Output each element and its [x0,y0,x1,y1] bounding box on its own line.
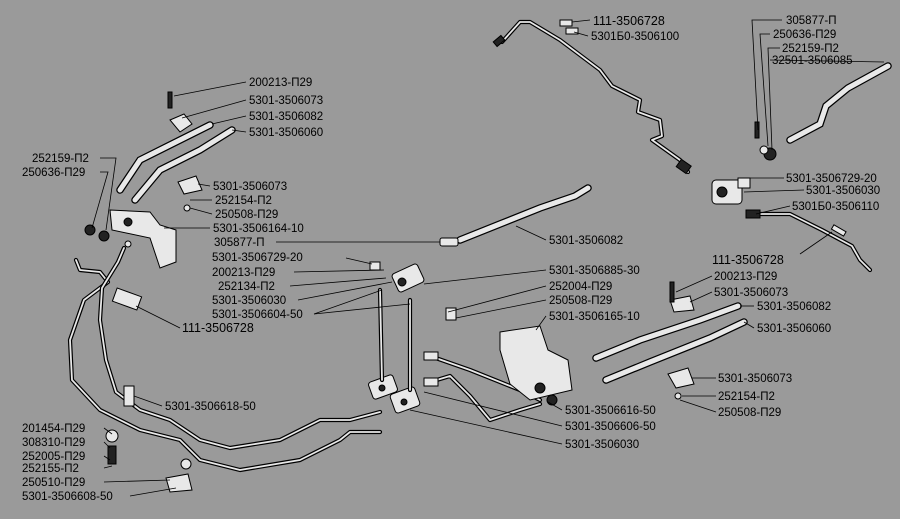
label-5301-3506604-50: 5301-3506604-50 [212,309,303,321]
label-252155-p2: 252155-П2 [22,463,79,475]
label-5301-3506082-right: 5301-3506082 [757,301,831,313]
leader-lines [91,19,885,497]
valve-assembly-center [368,287,421,414]
label-201454-p29: 201454-П29 [22,423,85,435]
label-111-3506728-top: 111-3506728 [593,14,665,28]
labels: 111-3506728 5301Б0-3506100 305877-П 2506… [22,14,880,503]
hose-top-right-32501-3506085 [786,62,892,144]
label-5301-3506885-30: 5301-3506885-30 [549,265,640,277]
label-305877-p-top: 305877-П [786,15,836,27]
label-5301-3506073-upper: 5301-3506073 [249,95,323,107]
label-5301-3506073-bracket: 5301-3506073 [213,181,287,193]
label-252004-p29: 252004-П29 [549,281,612,293]
pipe-5301b0-3506110 [745,209,873,273]
label-250636-p29-top: 250636-П29 [773,29,836,41]
bracket-5301-3506165-10 [499,325,573,406]
bracket-5301-3506164-10 [109,209,177,269]
label-5301-3506060-upper: 5301-3506060 [249,127,323,139]
label-252005-p29: 252005-П29 [22,451,85,463]
label-5301-3506030-bottom: 5301-3506030 [565,439,639,451]
label-5301-3506729-20-right: 5301-3506729-20 [786,173,877,185]
label-250508-p29-center: 250508-П29 [549,295,612,307]
label-305877-p-center: 305877-П [214,237,264,249]
label-5301-3506030-right: 5301-3506030 [806,185,880,197]
label-5301-3506073-bottom-right: 5301-3506073 [718,373,792,385]
label-252159-p2-left: 252159-П2 [32,153,89,165]
label-200213-p29-upper: 200213-П29 [249,77,312,89]
hose-center-5301-3506082 [456,184,592,244]
label-250508-p29-right: 250508-П29 [718,407,781,419]
hoses-right-lower [592,302,748,384]
label-250508-p29-bracket: 250508-П29 [215,209,278,221]
pipe-5301-3506618-50 [67,245,383,473]
label-252154-p2-right: 252154-П2 [718,391,775,403]
label-5301-3506073-right: 5301-3506073 [714,287,788,299]
label-5301-3506082-upper: 5301-3506082 [249,111,323,123]
label-111-3506728-left: 111-3506728 [182,321,254,335]
label-5301-3506608-50: 5301-3506608-50 [22,491,113,503]
label-308310-p29: 308310-П29 [22,437,85,449]
label-250636-p29-left: 250636-П29 [22,167,85,179]
label-5301-3506164-10: 5301-3506164-10 [213,223,304,235]
label-5301-3506606-50: 5301-3506606-50 [565,421,656,433]
tee-fitting-center [391,263,425,293]
label-32501-3506085: 32501-3506085 [772,55,853,67]
label-5301b0-3506100: 5301Б0-3506100 [591,31,679,43]
label-5301-3506082-center: 5301-3506082 [549,235,623,247]
label-250510-p29: 250510-П29 [22,477,85,489]
pipe-5301b0-3506100 [492,19,692,175]
label-5301-3506729-20-center: 5301-3506729-20 [212,252,303,264]
label-5301-3506618-50: 5301-3506618-50 [165,401,256,413]
label-200213-p29-center: 200213-П29 [212,267,275,279]
clips-and-washers [84,19,777,493]
label-111-3506728-right: 111-3506728 [712,253,784,267]
label-252134-p2: 252134-П2 [218,281,275,293]
label-5301-3506165-10: 5301-3506165-10 [549,311,640,323]
label-252159-p2-top: 252159-П2 [782,43,839,55]
label-5301-3506030-center: 5301-3506030 [212,295,286,307]
hoses-upper-left [116,121,236,204]
label-5301-3506616-50: 5301-3506616-50 [565,405,656,417]
tee-fitting-right [711,177,751,205]
label-5301-3506060-right: 5301-3506060 [757,323,831,335]
label-200213-p29-right: 200213-П29 [714,271,777,283]
label-5301b0-3506110: 5301Б0-3506110 [792,201,879,213]
label-252154-p2-bracket: 252154-П2 [215,195,272,207]
